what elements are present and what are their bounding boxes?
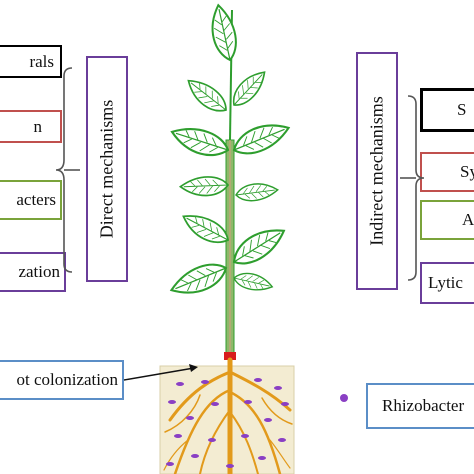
left-bracket bbox=[55, 67, 73, 273]
right-box-4: Lytic bbox=[420, 262, 474, 304]
root-colonization-box: ot colonization bbox=[0, 360, 124, 400]
right-box-1: S bbox=[420, 88, 474, 132]
rhizobacteria-label: Rhizobacter bbox=[382, 396, 465, 415]
left-box-3-label: acters bbox=[16, 190, 56, 209]
right-box-4-label: Lytic bbox=[428, 273, 463, 292]
left-box-minerals: rals bbox=[0, 45, 62, 78]
right-box-3: A bbox=[420, 200, 474, 240]
left-box-4-label: zation bbox=[18, 262, 60, 281]
left-box-2: n bbox=[0, 110, 62, 143]
right-box-3-label: A bbox=[462, 210, 474, 229]
rhizobacteria-bullet bbox=[340, 394, 348, 402]
left-box-minerals-label: rals bbox=[29, 51, 54, 71]
soil-bacteria bbox=[166, 378, 289, 468]
right-box-2: Sy bbox=[420, 152, 474, 192]
direct-mechanisms-label-box: Direct mechanisms bbox=[86, 56, 128, 282]
indirect-mechanisms-label-box: Indirect mechanisms bbox=[356, 52, 398, 290]
colonization-arrow bbox=[123, 364, 198, 381]
left-box-4: zation bbox=[0, 252, 66, 292]
right-bracket bbox=[407, 95, 425, 281]
plant-roots bbox=[163, 357, 293, 474]
root-colonization-label: ot colonization bbox=[16, 370, 118, 389]
left-box-3: acters bbox=[0, 180, 62, 220]
root-collar bbox=[224, 352, 236, 360]
right-box-2-label: Sy bbox=[460, 162, 474, 181]
left-box-2-label: n bbox=[33, 116, 43, 136]
rhizobacteria-box: Rhizobacter bbox=[366, 383, 474, 429]
right-box-1-label: S bbox=[457, 100, 467, 119]
